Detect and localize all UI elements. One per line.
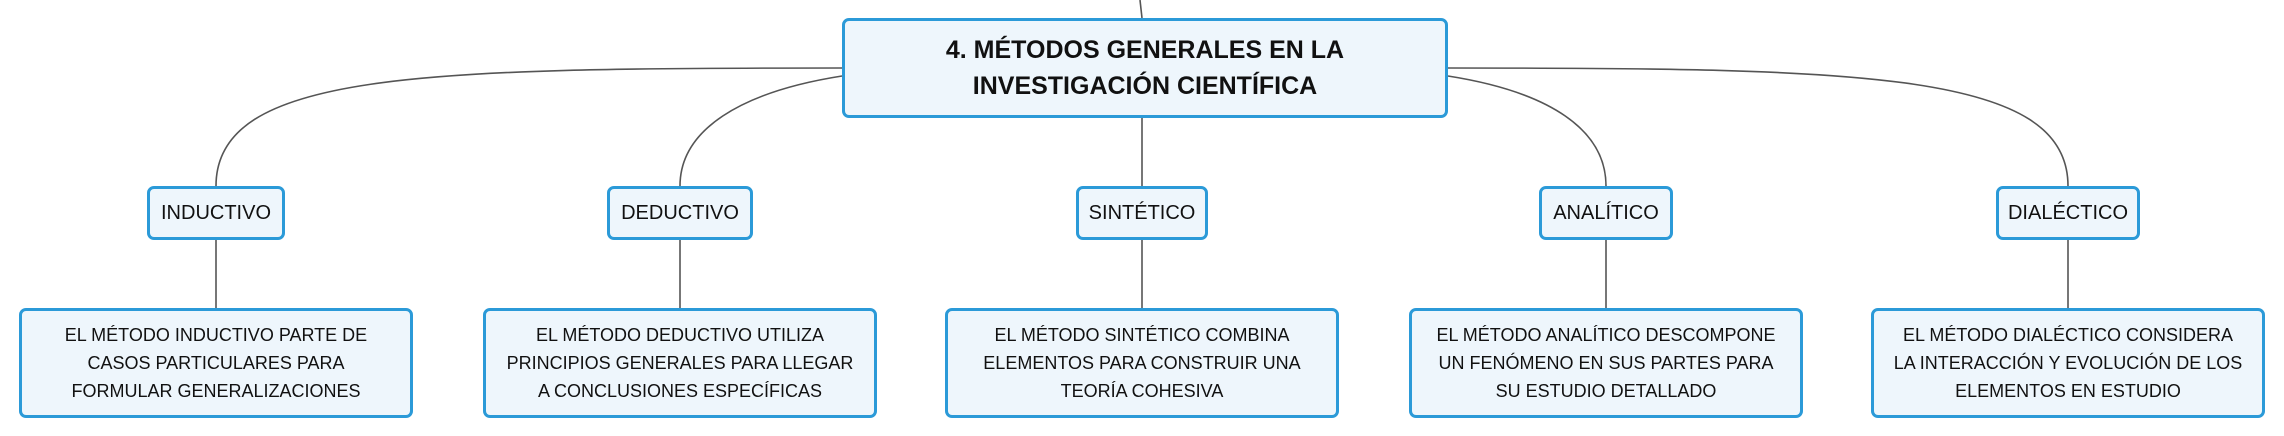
description-text: EL MÉTODO SINTÉTICO COMBINA ELEMENTOS PA… — [983, 325, 1301, 401]
description-text: EL MÉTODO DIALÉCTICO CONSIDERA LA INTERA… — [1893, 325, 2243, 401]
method-node-dialectico[interactable]: DIALÉCTICO — [1996, 186, 2140, 240]
connector-root-analitico — [1447, 75, 1607, 187]
connector-parent-line — [1139, 0, 1143, 19]
description-node-sintetico[interactable]: EL MÉTODO SINTÉTICO COMBINA ELEMENTOS PA… — [945, 308, 1339, 418]
description-node-dialectico[interactable]: EL MÉTODO DIALÉCTICO CONSIDERA LA INTERA… — [1871, 308, 2265, 418]
root-topic-node[interactable]: 4. MÉTODOS GENERALES EN LA INVESTIGACIÓN… — [842, 18, 1448, 118]
method-node-analitico[interactable]: ANALÍTICO — [1539, 186, 1673, 240]
method-label: ANALÍTICO — [1553, 201, 1659, 224]
method-label: DEDUCTIVO — [621, 201, 739, 224]
method-node-inductivo[interactable]: INDUCTIVO — [147, 186, 285, 240]
connector-root-dialectico — [1447, 67, 2069, 187]
connector-root-inductivo — [215, 67, 843, 187]
description-text: EL MÉTODO INDUCTIVO PARTE DE CASOS PARTI… — [64, 325, 368, 401]
method-label: INDUCTIVO — [161, 201, 271, 224]
description-node-inductivo[interactable]: EL MÉTODO INDUCTIVO PARTE DE CASOS PARTI… — [19, 308, 413, 418]
method-label: SINTÉTICO — [1088, 201, 1196, 224]
method-node-deductivo[interactable]: DEDUCTIVO — [607, 186, 753, 240]
connector-root-deductivo — [679, 75, 843, 187]
description-text: EL MÉTODO DEDUCTIVO UTILIZA PRINCIPIOS G… — [506, 325, 854, 401]
root-topic-title: 4. MÉTODOS GENERALES EN LA INVESTIGACIÓN… — [945, 36, 1345, 100]
method-node-sintetico[interactable]: SINTÉTICO — [1076, 186, 1208, 240]
description-node-deductivo[interactable]: EL MÉTODO DEDUCTIVO UTILIZA PRINCIPIOS G… — [483, 308, 877, 418]
method-label: DIALÉCTICO — [2007, 201, 2129, 224]
description-node-analitico[interactable]: EL MÉTODO ANALÍTICO DESCOMPONE UN FENÓME… — [1409, 308, 1803, 418]
description-text: EL MÉTODO ANALÍTICO DESCOMPONE UN FENÓME… — [1436, 325, 1776, 401]
